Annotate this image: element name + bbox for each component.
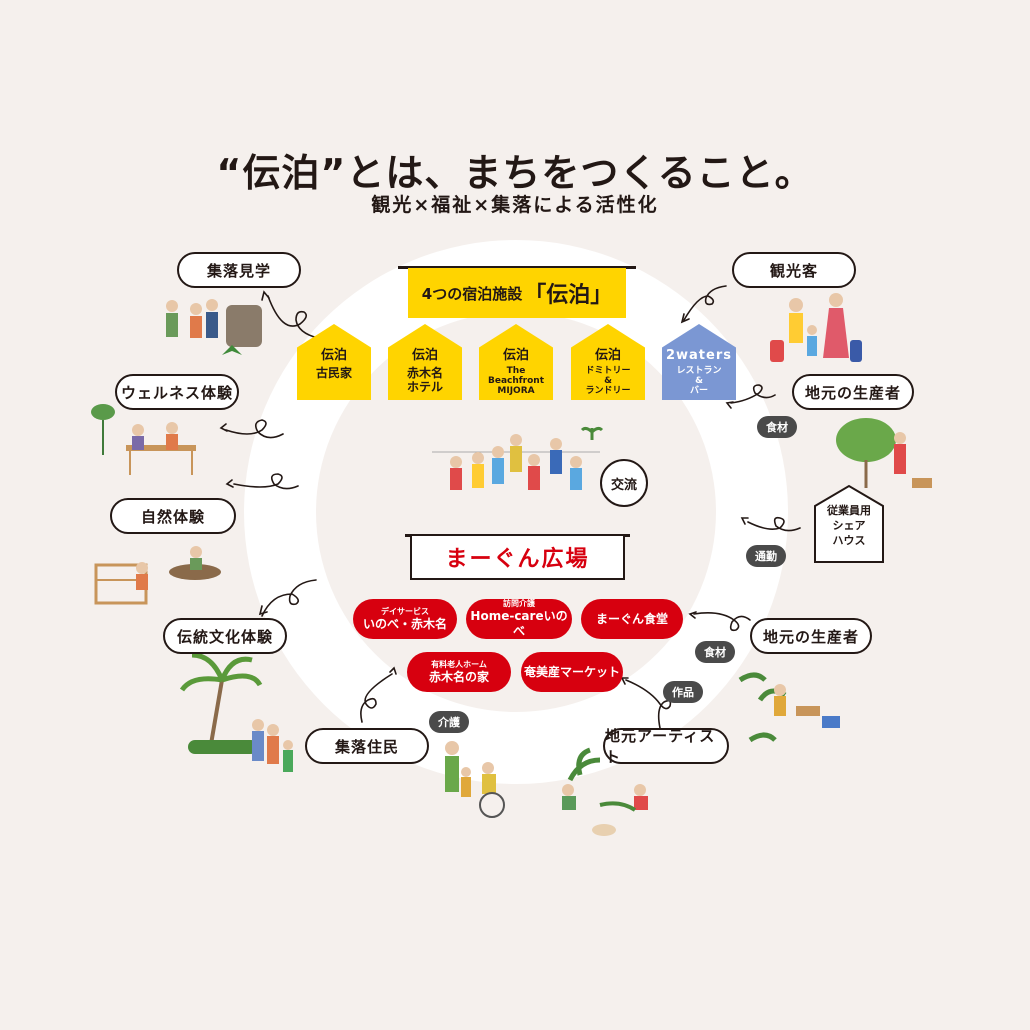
ingredients-tag-bottom: 食材 xyxy=(695,641,735,663)
arrowhead xyxy=(680,313,690,324)
arrow-from-tourists xyxy=(683,285,727,321)
facilities-banner-name: 「伝泊」 xyxy=(524,283,613,308)
arrow-from-residents xyxy=(360,673,393,723)
arrowhead xyxy=(725,401,734,409)
service-name: いのべ・赤木名 xyxy=(362,616,447,631)
plaza-banner: まーぐん広場 xyxy=(410,536,625,580)
village-tour-illustration xyxy=(166,299,262,355)
artists-illustration xyxy=(562,747,648,836)
arrowhead xyxy=(219,423,228,432)
facility-top-label: 2waters xyxy=(665,348,732,363)
facility-name: 赤木名 ホテル xyxy=(406,366,443,394)
facility-name: The Beachfront MIJORA xyxy=(487,366,545,396)
wellness-pill: ウェルネス体験 xyxy=(115,374,239,410)
arrowhead xyxy=(225,479,234,488)
service-cafeteria: まーぐん食堂 xyxy=(581,599,683,639)
arrowhead xyxy=(261,290,270,301)
care-tag: 介護 xyxy=(429,711,469,733)
plaza-banner-rod xyxy=(405,534,630,537)
arrow-from-artists xyxy=(625,679,672,729)
dancers-illustration xyxy=(432,426,604,490)
harvest-illustration xyxy=(738,672,840,743)
service-category: 訪問介護 xyxy=(503,599,535,608)
service-home-care: 訪問介護 Home-careいのべ xyxy=(466,599,572,639)
facility-name: 古民家 xyxy=(315,366,352,380)
local-producers-bottom-pill: 地元の生産者 xyxy=(750,618,872,654)
facility-top-label: 伝泊 xyxy=(411,348,438,363)
page-subtitle: 観光×福祉×集落による活性化 xyxy=(371,194,659,216)
page-title: “伝泊”とは、まちをつくること。 xyxy=(216,151,814,195)
service-name: まーぐん食堂 xyxy=(595,611,668,626)
commute-tag: 通勤 xyxy=(746,545,786,567)
facility-top-label: 伝泊 xyxy=(594,348,621,363)
facility-top-label: 伝泊 xyxy=(320,348,347,363)
traditional-culture-pill: 伝統文化体験 xyxy=(163,618,287,654)
facilities-banner: 4つの宿泊施設 「伝泊」 xyxy=(408,268,626,318)
village-tour-pill: 集落見学 xyxy=(177,252,301,288)
arrowhead xyxy=(688,611,697,619)
care-illustration xyxy=(445,741,505,818)
nature-pill: 自然体験 xyxy=(110,498,236,534)
arrow-from-producers-bottom xyxy=(693,612,751,632)
nature-illustration xyxy=(94,546,221,605)
service-category: 有料老人ホーム xyxy=(431,659,487,669)
facility-name: レストラン & バー xyxy=(676,366,722,396)
share-house-outline xyxy=(814,484,884,563)
service-name: Home-careいのべ xyxy=(470,609,568,638)
arrow-from-share-house xyxy=(747,516,801,532)
local-artists-pill: 地元アーティスト xyxy=(603,727,729,766)
banner-rod xyxy=(398,266,636,269)
facility-name: ドミトリー & ランドリー xyxy=(585,366,631,396)
arrowhead xyxy=(258,605,268,616)
service-category: デイサービス xyxy=(381,606,429,616)
service-nursing-home: 有料老人ホーム 赤木名の家 xyxy=(407,652,511,692)
arrow-to-nature xyxy=(233,473,299,490)
culture-illustration xyxy=(179,652,293,772)
farm-illustration xyxy=(836,418,932,488)
residents-pill: 集落住民 xyxy=(305,728,429,764)
facility-top-label: 伝泊 xyxy=(502,348,529,363)
arrow-from-producers-top xyxy=(730,384,776,404)
facility-2waters: 2waters レストラン & バー xyxy=(662,324,736,400)
share-house-label: 従業員用 シェア ハウス xyxy=(827,504,871,547)
exchange-circle: 交流 xyxy=(600,459,648,507)
arrow-to-wellness xyxy=(225,419,284,439)
service-name: 赤木名の家 xyxy=(428,669,489,684)
arrowhead xyxy=(389,666,397,675)
tourists-illustration xyxy=(770,293,862,362)
service-name: 奄美産マーケット xyxy=(523,664,620,679)
arrowhead xyxy=(740,517,749,525)
service-day-service: デイサービス いのべ・赤木名 xyxy=(353,599,457,639)
tourists-pill: 観光客 xyxy=(732,252,856,288)
facilities-banner-prefix: 4つの宿泊施設 xyxy=(421,284,523,303)
wellness-illustration xyxy=(91,404,196,475)
arrow-to-culture xyxy=(261,579,317,617)
works-tag: 作品 xyxy=(663,681,703,703)
ingredients-tag-top: 食材 xyxy=(757,416,797,438)
local-producers-top-pill: 地元の生産者 xyxy=(792,374,914,410)
service-amami-market: 奄美産マーケット xyxy=(521,652,623,692)
arrow-to-village-tour xyxy=(267,295,319,339)
